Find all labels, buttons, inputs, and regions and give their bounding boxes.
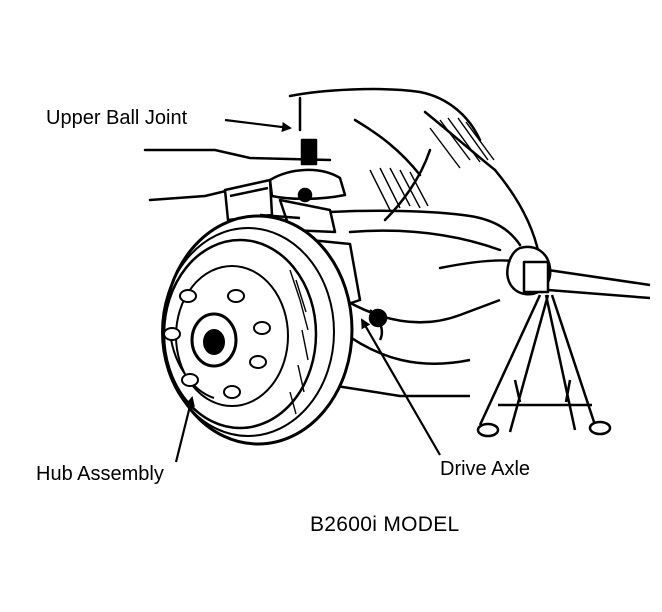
drive-axle-label: Drive Axle (440, 458, 531, 480)
jack-stand (476, 245, 651, 438)
leader-drive-axle (360, 318, 441, 456)
model-caption: B2600i MODEL (310, 513, 460, 536)
leader-upper-ball-joint (224, 118, 292, 132)
upper-arm (223, 138, 347, 234)
leader-hub-assembly (174, 396, 195, 463)
rotor-hatching (289, 269, 309, 415)
wheel-studs (163, 289, 271, 399)
hub-assembly-label: Hub Assembly (36, 463, 164, 485)
callout-leaders (174, 118, 441, 463)
chassis-lines (143, 87, 542, 270)
body-shading (369, 117, 495, 211)
upper-ball-joint-label: Upper Ball Joint (46, 107, 188, 129)
